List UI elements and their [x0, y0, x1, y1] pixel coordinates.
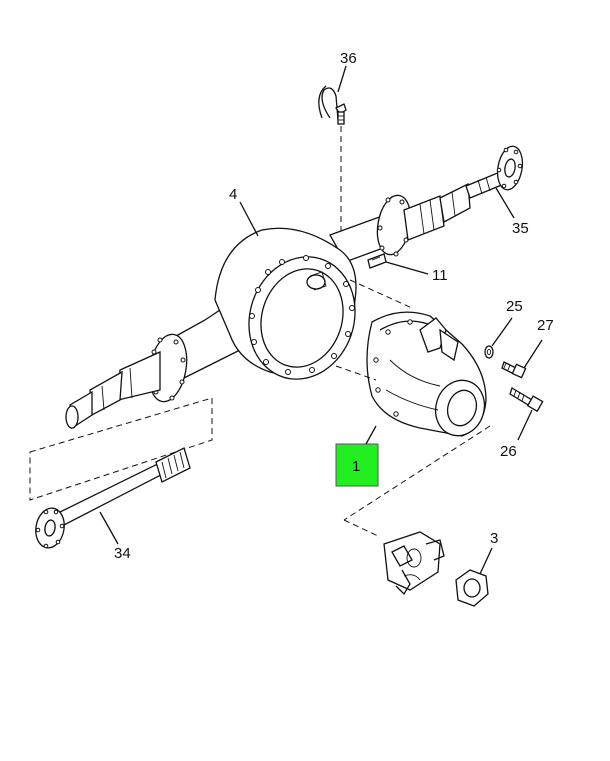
- callout-1[interactable]: 1: [352, 458, 360, 475]
- callout-25[interactable]: 25: [506, 298, 523, 315]
- leader-11: [385, 261, 429, 275]
- leader-25: [491, 317, 513, 347]
- callout-36[interactable]: 36: [340, 50, 357, 67]
- right-axle-shaft-part[interactable]: [465, 144, 526, 199]
- carrier-dash-lower: [343, 425, 491, 521]
- highlight-box-1[interactable]: [335, 443, 379, 487]
- leader-36: [337, 65, 347, 93]
- callout-35[interactable]: 35: [512, 220, 529, 237]
- leader-4: [239, 201, 259, 237]
- leader-34: [99, 511, 119, 545]
- callout-27[interactable]: 27: [537, 317, 554, 334]
- leader-3: [479, 547, 493, 575]
- yoke-part[interactable]: [383, 531, 445, 596]
- callout-34[interactable]: 34: [114, 545, 131, 562]
- leader-35: [495, 187, 515, 219]
- bolt-27-part[interactable]: [501, 361, 527, 379]
- housing-tag-part[interactable]: [367, 253, 387, 269]
- carrier-dash-mid: [335, 365, 377, 381]
- bolt-26-part[interactable]: [509, 387, 544, 413]
- left-axle-shaft-part[interactable]: [33, 447, 191, 550]
- pinion-nut-part[interactable]: [455, 569, 489, 607]
- axle-housing-part[interactable]: [65, 182, 471, 430]
- leader-27: [523, 339, 543, 369]
- differential-carrier-part[interactable]: [366, 311, 491, 442]
- yoke-dash-line: [343, 519, 379, 537]
- callout-3[interactable]: 3: [490, 530, 498, 547]
- callout-4[interactable]: 4: [229, 186, 237, 203]
- leader-1: [365, 425, 377, 445]
- carrier-dash-top: [349, 279, 413, 309]
- callout-26[interactable]: 26: [500, 443, 517, 460]
- callout-11[interactable]: 11: [432, 267, 448, 284]
- leader-26: [517, 409, 533, 441]
- left-shaft-dash-bracket: [29, 397, 213, 501]
- breather-vent-part[interactable]: [318, 85, 347, 125]
- washer-part[interactable]: [484, 345, 494, 359]
